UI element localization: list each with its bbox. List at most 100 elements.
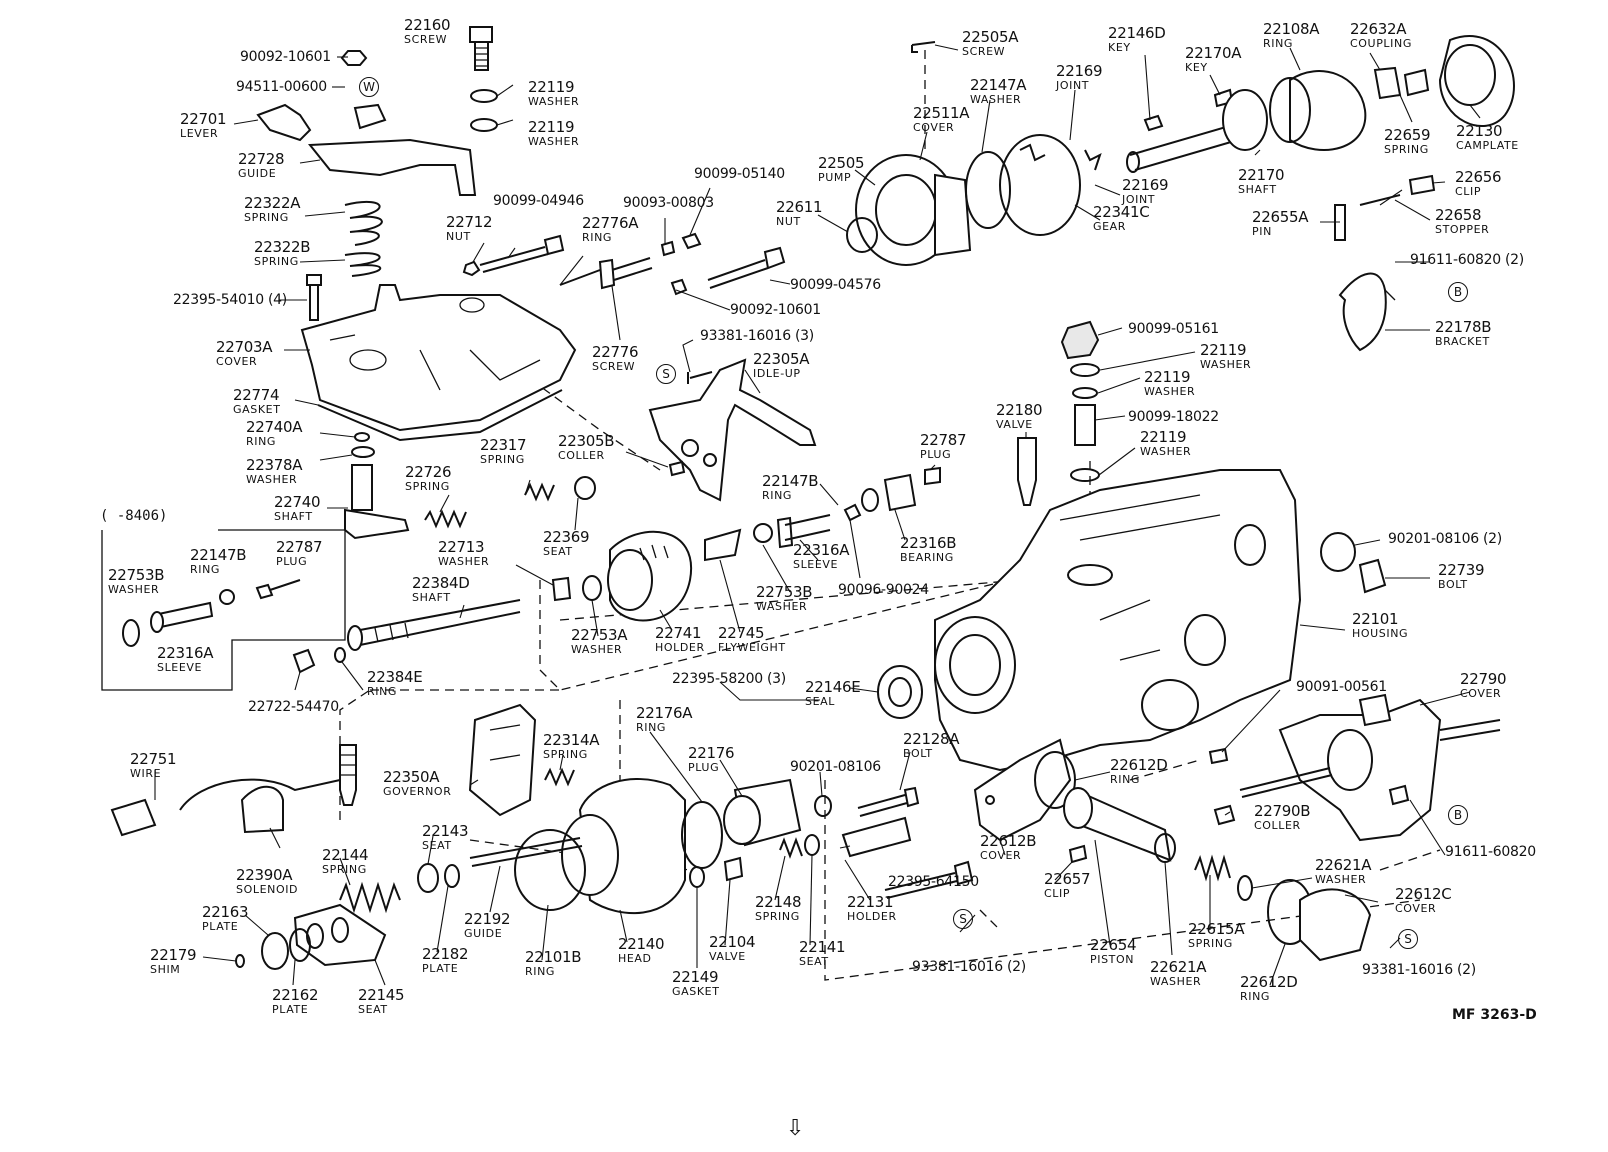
- variant-bracket-label: ( -8406): [100, 508, 168, 524]
- part-label-90092-10601: 90092-10601: [240, 49, 331, 65]
- part-label-91611-60820: 91611-60820: [1445, 844, 1536, 860]
- part-label-22395-64150: 22395-64150: [888, 874, 979, 890]
- part-label-90096-90024: 90096-90024: [838, 582, 929, 598]
- part-label-90099-18022: 90099-18022: [1128, 409, 1219, 425]
- governor-cover-group: [256, 26, 577, 442]
- diagram-code: MF 3263-D: [1452, 1007, 1537, 1023]
- head-assembly-group: [110, 703, 974, 970]
- top-bolts-group: [462, 232, 786, 296]
- piston-group: [973, 738, 1372, 962]
- part-label-90099-04576: 90099-04576: [790, 277, 881, 293]
- leader-lines: [154, 44, 1481, 986]
- part-label-22722-54470: 22722-54470: [248, 699, 339, 715]
- part-label-94511-00600: 94511-00600: [236, 79, 327, 95]
- scroll-down-arrow-icon[interactable]: ⇩: [786, 1116, 805, 1141]
- idle-up-group: [648, 358, 817, 502]
- part-label-90093-00803: 90093-00803: [623, 195, 714, 211]
- cover-22790-group: [1208, 693, 1501, 842]
- part-label-91611-60820-2: 91611-60820 (2): [1410, 252, 1524, 268]
- part-label-90099-05140: 90099-05140: [694, 166, 785, 182]
- marker-s-icon: S: [953, 909, 973, 929]
- part-label-93381-16016-2-a: 93381-16016 (2): [912, 959, 1026, 975]
- part-label-90201-08106: 90201-08106: [790, 759, 881, 775]
- part-label-22395-54010: 22395-54010 (4): [173, 292, 287, 308]
- flyweight-group: [582, 466, 941, 622]
- marker-s-icon: S: [1398, 929, 1418, 949]
- part-label-90201-08106-2: 90201-08106 (2): [1388, 531, 1502, 547]
- part-label-90092-10601-b: 90092-10601: [730, 302, 821, 318]
- housing-group: [877, 320, 1387, 772]
- marker-s-icon: S: [656, 364, 676, 384]
- marker-b-icon: B: [1448, 282, 1468, 302]
- part-label-93381-16016-3: 93381-16016 (3): [700, 328, 814, 344]
